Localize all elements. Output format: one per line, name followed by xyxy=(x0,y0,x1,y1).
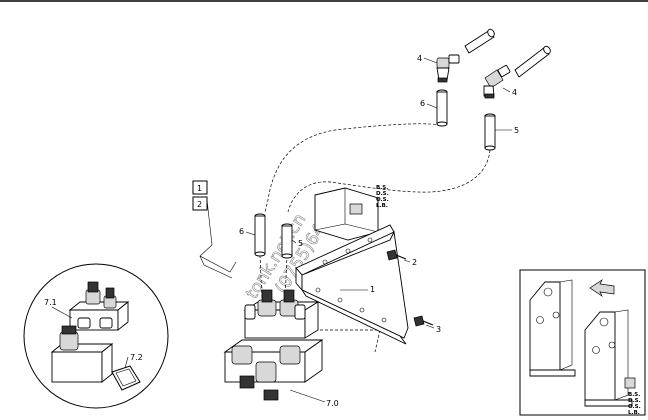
upper-tube-assembly xyxy=(436,28,551,151)
inset-codes: B.S. D.S. O.S. L.B. xyxy=(628,392,641,416)
bolt-upper xyxy=(386,249,407,261)
label-elbow-left: 4 xyxy=(417,54,422,63)
label-tube-upper: 6 xyxy=(420,99,425,108)
leader-detail-seal xyxy=(124,356,129,369)
bracket xyxy=(295,224,409,345)
inset-arrow-icon xyxy=(589,278,615,298)
label-bolt-upper: 2 xyxy=(412,258,417,267)
leader-valve-block xyxy=(289,389,326,403)
label-bracket: 1 xyxy=(370,285,375,294)
elbow-fitting-right xyxy=(483,64,511,99)
detail-circle xyxy=(23,263,169,409)
tube-lower-left xyxy=(254,213,266,257)
leader-bolt-upper xyxy=(403,259,411,263)
mounting-block xyxy=(314,187,379,241)
boxed-ref-2: 2 xyxy=(197,200,202,209)
side-code-1: B.S. xyxy=(376,185,388,191)
label-tube-lower-right: 5 xyxy=(298,239,303,248)
label-tube-right: 5 xyxy=(514,126,519,135)
boxed-ref-1: 1 xyxy=(197,184,202,193)
inset-view xyxy=(519,269,646,416)
label-detail-seal: 7.2 xyxy=(130,353,143,362)
inset-code-3: O.S. xyxy=(628,404,641,410)
inset-code-1: B.S. xyxy=(628,392,640,398)
side-code-3: O.S. xyxy=(376,197,389,203)
side-code-2: D.S. xyxy=(376,191,389,197)
leader-bolt-lower xyxy=(425,324,435,329)
bolt-lower xyxy=(413,315,434,327)
leader-tube-lower-left xyxy=(245,231,256,236)
valve-block-assembly xyxy=(223,289,324,401)
detail-seal xyxy=(111,365,141,391)
tube-right xyxy=(484,113,496,151)
side-codes: B.S. D.S. O.S. L.B. xyxy=(376,185,389,209)
tube-lower-right xyxy=(281,223,293,259)
label-detail-valve: 7.1 xyxy=(44,298,57,307)
upper-leaders xyxy=(423,57,512,131)
leader-detail-valve xyxy=(51,306,73,319)
side-code-4: L.B. xyxy=(376,203,388,209)
inset-code-2: D.S. xyxy=(628,398,641,404)
elbow-fitting-left xyxy=(436,54,460,83)
tube-upper xyxy=(436,89,448,127)
boxed-refs xyxy=(192,180,237,279)
inset-code-4: L.B. xyxy=(628,410,640,416)
label-tube-lower-left: 6 xyxy=(239,227,244,236)
label-valve-block: 7.0 xyxy=(326,399,339,408)
leader-tube-lower-right xyxy=(291,239,297,244)
label-elbow-right: 4 xyxy=(512,88,517,97)
label-bolt-lower: 3 xyxy=(436,325,441,334)
